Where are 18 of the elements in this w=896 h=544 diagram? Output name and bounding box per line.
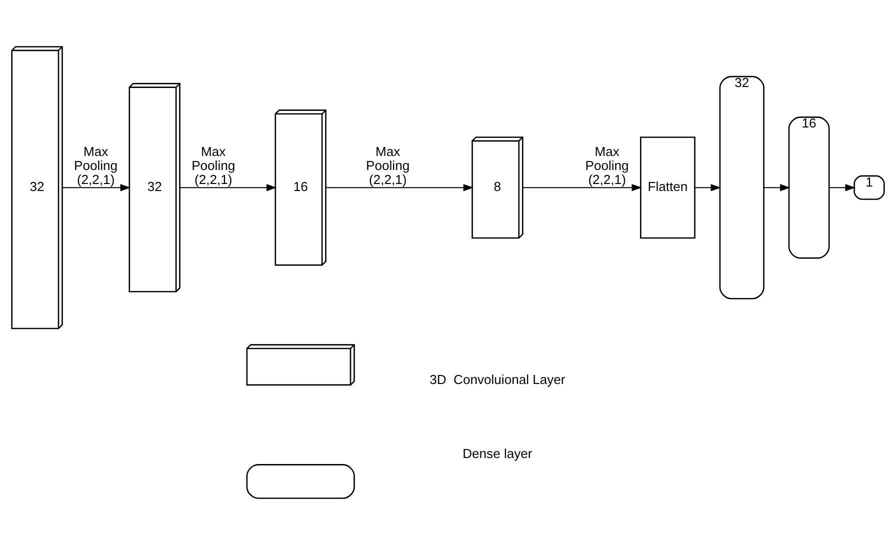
arrow: [522, 184, 642, 191]
node-box: [246, 464, 355, 498]
node-box: 32: [719, 75, 764, 299]
node-box: 1: [854, 174, 885, 200]
node-box: Flatten: [640, 136, 696, 238]
arrow: [325, 184, 474, 191]
legend-label: Dense layer: [462, 445, 532, 460]
edge-label: Max Pooling (2,2,1): [366, 144, 410, 187]
node-box: 16: [788, 116, 830, 258]
arrow: [62, 184, 131, 191]
arrow: [763, 184, 790, 191]
legend-label: 3D Convoluional Layer: [430, 372, 566, 387]
arrow: [828, 184, 856, 191]
arrow: [694, 184, 722, 191]
edge-label: Max Pooling (2,2,1): [74, 144, 118, 187]
edge-label: Max Pooling (2,2,1): [585, 144, 629, 187]
edge-label: Max Pooling (2,2,1): [192, 144, 236, 187]
arrow: [180, 184, 277, 191]
